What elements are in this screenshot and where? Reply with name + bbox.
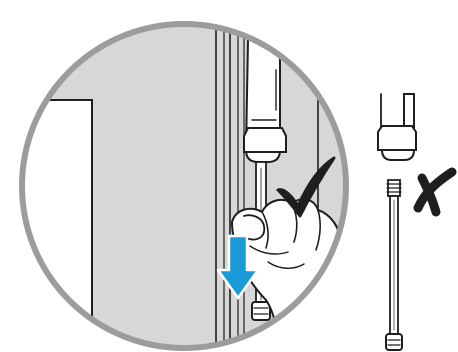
hinge-housing (378, 94, 416, 160)
removed-pin (386, 180, 402, 350)
incorrect-example (378, 94, 452, 350)
magnifier-view (20, 20, 346, 352)
cross-icon (418, 172, 452, 212)
